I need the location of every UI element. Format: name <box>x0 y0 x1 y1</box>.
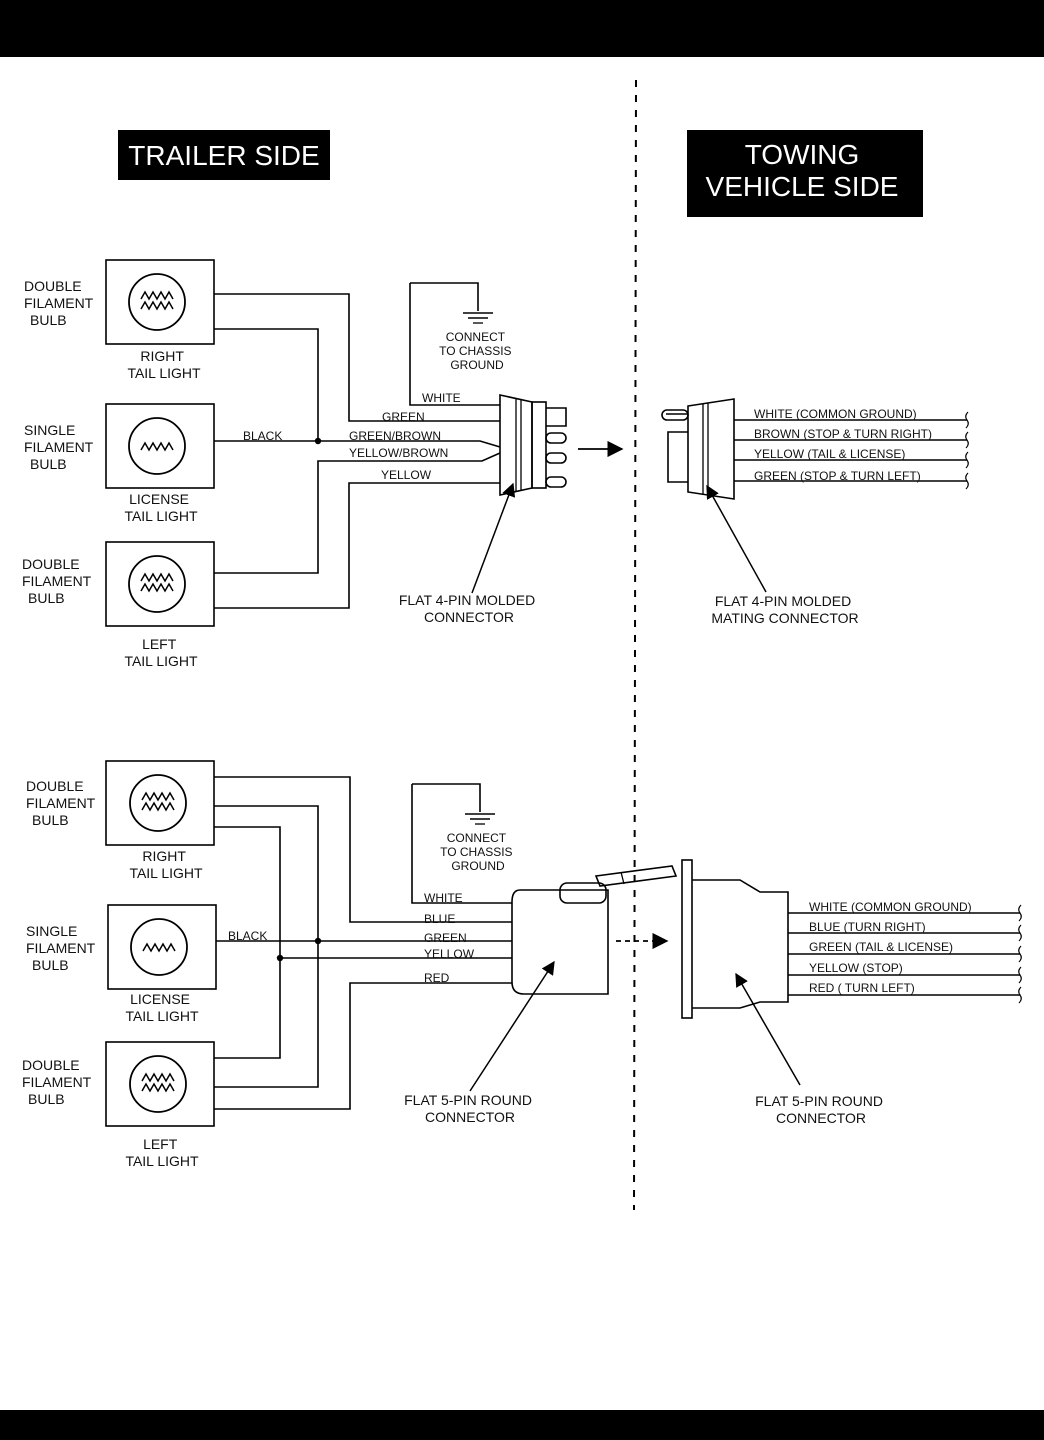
license-tail-light-box <box>105 403 215 489</box>
top-bar <box>0 0 1044 57</box>
four-pin-connector-label: FLAT 4-PIN MOLDED CONNECTOR <box>399 592 539 625</box>
right-bulb-label: DOUBLE FILAMENT BULB <box>26 778 99 828</box>
pointer-arrow <box>706 484 767 593</box>
ground-lead <box>412 783 481 812</box>
trailer-side-header: TRAILER SIDE <box>118 130 330 180</box>
double-filament-bulb-icon <box>129 1055 187 1113</box>
svg-text:VEHICLE SIDE: VEHICLE SIDE <box>706 171 899 202</box>
wire-label-yellow-brown: YELLOW/BROWN <box>349 446 448 460</box>
vehicle-wire-label-white: WHITE (COMMON GROUND) <box>809 900 972 914</box>
left-tail-light-label: LEFT TAIL LIGHT <box>125 1136 199 1169</box>
wire-label-black: BLACK <box>228 929 267 943</box>
svg-text:TRAILER SIDE: TRAILER SIDE <box>128 140 319 171</box>
double-filament-bulb-icon <box>128 555 186 613</box>
wire-yellow <box>214 482 500 609</box>
wire-right-bulb-2 <box>214 328 319 441</box>
license-bulb-label: SINGLE FILAMENT BULB <box>24 422 97 472</box>
wire-green-brown <box>214 440 501 448</box>
divider-line <box>633 79 637 1211</box>
wire-label-green-brown: GREEN/BROWN <box>349 429 441 443</box>
junction-dot <box>314 437 322 445</box>
bottom-bar <box>0 1410 1044 1440</box>
wire-white <box>411 784 512 904</box>
mating-connector-label: FLAT 4-PIN MOLDED MATING CONNECTOR <box>711 593 858 626</box>
vehicle-wire-label-yellow: YELLOW (STOP) <box>809 961 903 975</box>
five-pin-connector-label: FLAT 5-PIN ROUND CONNECTOR <box>404 1092 536 1125</box>
wire-label-yellow: YELLOW <box>424 947 475 961</box>
pointer-arrow <box>469 960 555 1092</box>
vehicle-wire-label-yellow: YELLOW (TAIL & LICENSE) <box>754 447 905 461</box>
ground-label: CONNECT TO CHASSIS GROUND <box>440 831 516 873</box>
pointer-arrow <box>735 972 801 1086</box>
vehicle-wire-label-blue: BLUE (TURN RIGHT) <box>809 920 926 934</box>
vehicle-wire-label-green: GREEN (STOP & TURN LEFT) <box>754 469 921 483</box>
wire-label-green: GREEN <box>382 410 425 424</box>
license-bulb-label: SINGLE FILAMENT BULB <box>26 923 99 973</box>
svg-text:TOWING: TOWING <box>745 139 860 170</box>
ground-lead <box>410 282 479 311</box>
left-bulb-label: DOUBLE FILAMENT BULB <box>22 1057 95 1107</box>
left-tail-light-box <box>105 541 215 627</box>
vehicle-connector-label: FLAT 5-PIN ROUND CONNECTOR <box>755 1093 887 1126</box>
license-tail-light-box <box>107 904 217 990</box>
wire-blue <box>214 776 512 923</box>
pointer-arrow <box>471 482 516 594</box>
wire-red <box>214 982 512 1110</box>
flat-5-pin-round-socket <box>594 859 789 1019</box>
double-filament-bulb-icon <box>128 273 186 331</box>
vehicle-wire-label-green: GREEN (TAIL & LICENSE) <box>809 940 953 954</box>
wire-label-green: GREEN <box>424 931 467 945</box>
wire-label-blue: BLUE <box>424 912 455 926</box>
single-filament-bulb-icon <box>130 918 188 976</box>
four-pin-panel: DOUBLE FILAMENT BULB SINGLE FILAMENT BUL… <box>22 259 969 669</box>
wire-label-red: RED <box>424 971 450 985</box>
vehicle-wire-label-red: RED ( TURN LEFT) <box>809 981 915 995</box>
towing-vehicle-side-header: TOWING VEHICLE SIDE <box>687 130 923 217</box>
ground-label: CONNECT TO CHASSIS GROUND <box>439 330 515 372</box>
flat-4-pin-connector <box>499 394 567 496</box>
right-bulb-label: DOUBLE FILAMENT BULB <box>24 278 97 328</box>
left-tail-light-box <box>105 1041 215 1127</box>
wire-right-bulb-2 <box>214 805 319 941</box>
ground-symbol-icon <box>462 312 494 324</box>
wire-label-white: WHITE <box>424 891 463 905</box>
right-tail-light-box <box>105 760 215 846</box>
wire-label-white: WHITE <box>422 391 461 405</box>
vehicle-wire-label-white: WHITE (COMMON GROUND) <box>754 407 917 421</box>
left-bulb-label: DOUBLE FILAMENT BULB <box>22 556 95 606</box>
right-tail-light-label: RIGHT TAIL LIGHT <box>129 848 203 881</box>
flat-4-pin-mating-connector <box>661 398 735 500</box>
ground-symbol-icon <box>464 813 496 825</box>
wire-left-bulb-1 <box>214 958 281 1059</box>
wire-green <box>214 293 500 422</box>
license-tail-light-label: LICENSE TAIL LIGHT <box>124 491 198 524</box>
vehicle-wire-label-brown: BROWN (STOP & TURN RIGHT) <box>754 427 932 441</box>
wire-right-bulb-3 <box>214 826 281 958</box>
wire-label-black: BLACK <box>243 429 282 443</box>
right-tail-light-box <box>105 259 215 345</box>
five-pin-panel: DOUBLE FILAMENT BULB SINGLE FILAMENT BUL… <box>22 760 1022 1169</box>
double-filament-bulb-icon <box>129 774 187 832</box>
license-tail-light-label: LICENSE TAIL LIGHT <box>125 991 199 1024</box>
wire-label-yellow: YELLOW <box>381 468 432 482</box>
wire-left-bulb-2 <box>214 941 319 1088</box>
flat-5-pin-round-connector <box>511 882 609 995</box>
right-tail-light-label: RIGHT TAIL LIGHT <box>127 348 201 381</box>
left-tail-light-label: LEFT TAIL LIGHT <box>124 636 198 669</box>
single-filament-bulb-icon <box>128 417 186 475</box>
wire-yellow-brown <box>214 452 501 574</box>
wire-white <box>409 283 500 406</box>
